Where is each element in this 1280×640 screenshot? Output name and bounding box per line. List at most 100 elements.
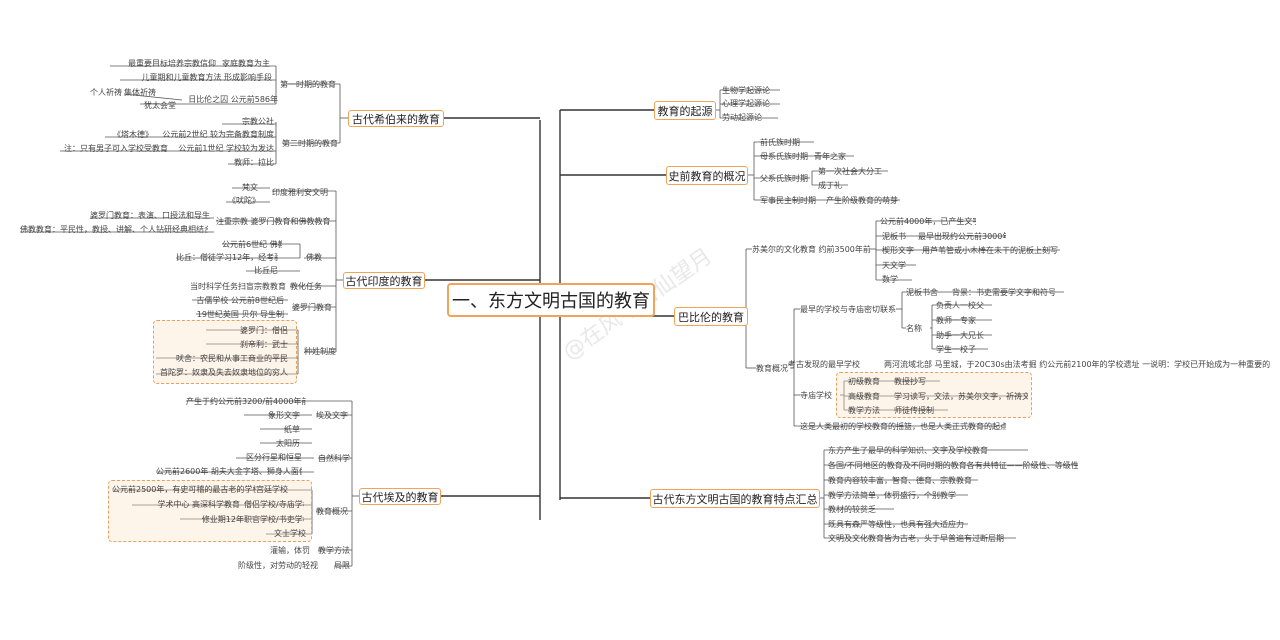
central-topic[interactable]: 一、东方文明古国的教育 bbox=[447, 283, 655, 317]
node-features-items-1[interactable]: 各国/不同地区的教育及不同时期的教育各有共特征——阶级性、等级性 bbox=[828, 461, 1078, 470]
node-india-items-14[interactable]: 19世纪英国 贝尔 导生制 bbox=[196, 310, 284, 319]
node-features-items-0[interactable]: 东方产生了最早的科学知识、文字及学校教育 bbox=[828, 446, 988, 455]
node-hebrew-sub1[interactable]: 第一时期的教育 bbox=[280, 80, 336, 89]
branch-hebrew[interactable]: 古代希伯来的教育 bbox=[348, 110, 444, 127]
node-egypt-methods-2[interactable]: 阶级性，对劳动的轻视 bbox=[238, 561, 318, 570]
node-babylon-temple-2[interactable]: 高级教育 bbox=[848, 392, 880, 401]
node-egypt-edu-2[interactable]: 学术中心 高深科学教育 bbox=[157, 500, 240, 509]
branch-prehistory[interactable]: 史前教育的概况 bbox=[666, 166, 748, 185]
branch-egypt[interactable]: 古代埃及的教育 bbox=[359, 488, 441, 505]
node-babylon-school_items-1[interactable]: 背景：书吏需要学文字和符号 bbox=[952, 288, 1056, 297]
node-babylon-culture_items-4[interactable]: 用芦苇管或小木棒在未干的泥板上刻写 bbox=[922, 246, 1058, 255]
node-prehistory-items-4[interactable]: 父系氏族时期 bbox=[760, 174, 808, 183]
node-origin-items-2[interactable]: 劳动起源论 bbox=[722, 113, 762, 122]
node-egypt-items-6[interactable]: 自然科学 bbox=[318, 454, 350, 463]
node-egypt-edu-0[interactable]: 公元前2500年，有史可稽的最古老的学校 bbox=[112, 485, 256, 494]
node-egypt-items-0[interactable]: 产生于约公元前3200/前4000年前 bbox=[186, 397, 306, 406]
node-prehistory-items-6[interactable]: 军事民主制时期 bbox=[760, 196, 816, 205]
node-india-items-0[interactable]: 梵文 bbox=[242, 183, 258, 192]
node-india-caste-3[interactable]: 首陀罗：奴隶及失去奴隶地位的穷人 bbox=[160, 368, 288, 377]
node-india-caste-1[interactable]: 刹帝利：武士 bbox=[240, 340, 288, 349]
node-babylon-earliest[interactable]: 考古发现的最早学校 bbox=[788, 360, 860, 369]
node-egypt-edu-5[interactable]: 职官学校/书吏学校 bbox=[244, 515, 304, 524]
node-origin-items-1[interactable]: 心理学起源论 bbox=[722, 99, 770, 108]
node-babylon-temple-4[interactable]: 教学方法 bbox=[848, 406, 880, 415]
node-babylon-temple_label[interactable]: 寺庙学校 bbox=[800, 391, 832, 400]
node-hebrew-sub2_items-1[interactable]: 《塔木德》 bbox=[113, 130, 153, 139]
node-babylon-school_items-6[interactable]: 学生一校子 bbox=[936, 345, 976, 354]
node-india-items-7[interactable]: 比丘：僧徒学习12年，经考验合格者 bbox=[176, 253, 278, 262]
node-hebrew-sub2_items-5[interactable]: 教师：拉比 bbox=[234, 158, 274, 167]
node-babylon-school_items-4[interactable]: 名称 bbox=[906, 324, 922, 333]
node-babylon-culture_items-1[interactable]: 泥板书 bbox=[882, 232, 906, 241]
node-hebrew-sub1_items-5[interactable]: 集体祈祷 bbox=[124, 88, 156, 97]
node-india-items-13[interactable]: 婆罗门教育 bbox=[292, 303, 332, 312]
node-india-items-6[interactable]: 公元前6世纪 佛教产生 bbox=[222, 240, 282, 249]
node-hebrew-sub2_items-3[interactable]: 注：只有男子可入学校受教育 bbox=[64, 144, 168, 153]
node-hebrew-sub1_items-0[interactable]: 最重要目标培养宗教信仰 bbox=[128, 59, 216, 68]
node-features-items-4[interactable]: 教材的较贫乏 bbox=[828, 505, 876, 514]
node-babylon-culture_items-5[interactable]: 天文学 bbox=[882, 261, 906, 270]
branch-india[interactable]: 古代印度的教育 bbox=[343, 272, 425, 289]
node-egypt-edu-4[interactable]: 修业期12年 bbox=[201, 515, 244, 524]
node-prehistory-items-0[interactable]: 前氏族时期 bbox=[760, 138, 800, 147]
node-india-caste-0[interactable]: 婆罗门：僧侣 bbox=[240, 326, 288, 335]
node-egypt-edu_label[interactable]: 教育概况 bbox=[316, 507, 348, 516]
node-babylon-culture_items-0[interactable]: 公元前4000年，已产生文字 bbox=[880, 217, 976, 226]
node-egypt-items-3[interactable]: 纸草 bbox=[284, 425, 300, 434]
node-prehistory-items-2[interactable]: 青年之家 bbox=[814, 152, 846, 161]
node-hebrew-sub1_items-2[interactable]: 儿童期和儿童教育方法 形成影响手段 bbox=[141, 73, 272, 82]
node-hebrew-sub2_items-4[interactable]: 公元前1世纪 学校较为发达 bbox=[178, 144, 274, 153]
node-origin-items-0[interactable]: 生物学起源论 bbox=[722, 86, 770, 95]
node-babylon-summary[interactable]: 这是人类最初的学校教育的摇篮，也是人类正式教育的起点 bbox=[800, 422, 1006, 431]
node-egypt-items-2[interactable]: 埃及文字 bbox=[316, 411, 348, 420]
node-features-items-2[interactable]: 教育内容较丰富，智育、德育、宗教教育 bbox=[828, 476, 972, 485]
branch-origin[interactable]: 教育的起源 bbox=[654, 101, 716, 120]
node-prehistory-items-3[interactable]: 第一次社会大分工 bbox=[818, 167, 882, 176]
node-prehistory-items-7[interactable]: 产生阶级教育的萌芽 bbox=[826, 196, 898, 205]
node-egypt-edu-6[interactable]: 文士学校 bbox=[274, 529, 306, 538]
branch-features[interactable]: 古代东方文明古国的教育特点汇总 bbox=[650, 489, 820, 508]
node-egypt-edu-1[interactable]: 宫廷学校 bbox=[256, 485, 288, 494]
node-egypt-items-7[interactable]: 公元前2600年 胡夫大金字塔、狮身人面像 bbox=[156, 467, 302, 476]
node-india-caste_label[interactable]: 种姓制度 bbox=[304, 347, 336, 356]
node-features-items-6[interactable]: 文明及文化教育皆为古老，头于早普遍有过断层期 bbox=[828, 534, 1004, 543]
node-india-items-1[interactable]: 印度雅利安文明 bbox=[272, 188, 328, 197]
node-india-items-9[interactable]: 比丘尼 bbox=[254, 266, 278, 275]
node-prehistory-items-5[interactable]: 成丁礼 bbox=[818, 181, 842, 190]
node-egypt-items-4[interactable]: 太阳历 bbox=[276, 439, 300, 448]
node-india-items-8[interactable]: 佛教 bbox=[306, 253, 322, 262]
node-hebrew-sub2_items-0[interactable]: 宗教公社 bbox=[242, 117, 274, 126]
node-babylon-edu_label[interactable]: 教育概况 bbox=[756, 364, 788, 373]
node-egypt-methods-3[interactable]: 局限 bbox=[334, 561, 350, 570]
node-india-items-3[interactable]: 婆罗门教育：表演、口授法和导生制 bbox=[90, 211, 210, 220]
node-india-items-5[interactable]: 佛教教育：平民性，教授、讲解、个人钻研经典相结合 bbox=[20, 225, 208, 234]
node-babylon-culture_items-2[interactable]: 最早出现约公元前3000年 bbox=[918, 232, 1006, 241]
node-babylon-school_items-2[interactable]: 负责人一校父 bbox=[936, 301, 984, 310]
node-prehistory-items-1[interactable]: 母系氏族时期 bbox=[760, 152, 808, 161]
node-hebrew-sub1_items-3[interactable]: 日比伦之囚 公元前586年 bbox=[188, 95, 278, 104]
node-babylon-culture[interactable]: 苏美尔的文化教育 约前3500年前 bbox=[752, 245, 870, 254]
node-babylon-culture_items-6[interactable]: 数学 bbox=[882, 275, 898, 284]
node-egypt-items-1[interactable]: 象形文字 bbox=[268, 411, 300, 420]
node-babylon-school_label[interactable]: 最早的学校与寺庙密切联系 bbox=[800, 305, 896, 314]
node-hebrew-sub1_items-4[interactable]: 个人祈祷 bbox=[90, 88, 122, 97]
node-india-items-10[interactable]: 当时科学任务扫盲宗教教育 bbox=[190, 282, 286, 291]
node-egypt-edu-3[interactable]: 僧侣学校/寺庙学校 bbox=[244, 500, 304, 509]
node-india-items-2[interactable]: 《吠陀》 bbox=[228, 196, 260, 205]
node-india-items-11[interactable]: 教化任务 bbox=[290, 282, 322, 291]
node-babylon-school_items-5[interactable]: 助手一大兄长 bbox=[936, 331, 984, 340]
node-features-items-3[interactable]: 教学方法简单，体罚盛行，个别教学 bbox=[828, 491, 956, 500]
node-hebrew-sub2[interactable]: 第二时期的教育 bbox=[282, 139, 338, 148]
node-hebrew-sub2_items-2[interactable]: 公元前2世纪 较为完备教育制度 bbox=[162, 130, 274, 139]
node-hebrew-sub1_items-6[interactable]: 犹太会堂 bbox=[144, 101, 176, 110]
node-babylon-school_items-0[interactable]: 泥板书舍 bbox=[906, 288, 938, 297]
branch-babylon[interactable]: 巴比伦的教育 bbox=[674, 307, 748, 326]
node-india-caste-2[interactable]: 吠舍：农民和从事工商业的平民 bbox=[176, 354, 288, 363]
node-babylon-temple-3[interactable]: 学习读写，文法，苏美尔文字，祈祷文 bbox=[894, 392, 1028, 401]
node-babylon-earliest_text[interactable]: 两河流域北部 马里城，于20C30s由法考掘 约公元前2100年的学校遗址 一说… bbox=[884, 360, 1270, 369]
node-features-items-5[interactable]: 既具有森严等级性，也具有强大适应力 bbox=[828, 520, 964, 529]
node-egypt-methods-1[interactable]: 教学方法 bbox=[318, 546, 350, 555]
node-india-items-4[interactable]: 注重宗教 婆罗门教育和佛教教育 bbox=[216, 217, 331, 226]
node-hebrew-sub1_items-1[interactable]: 家庭教育为主 bbox=[222, 59, 270, 68]
